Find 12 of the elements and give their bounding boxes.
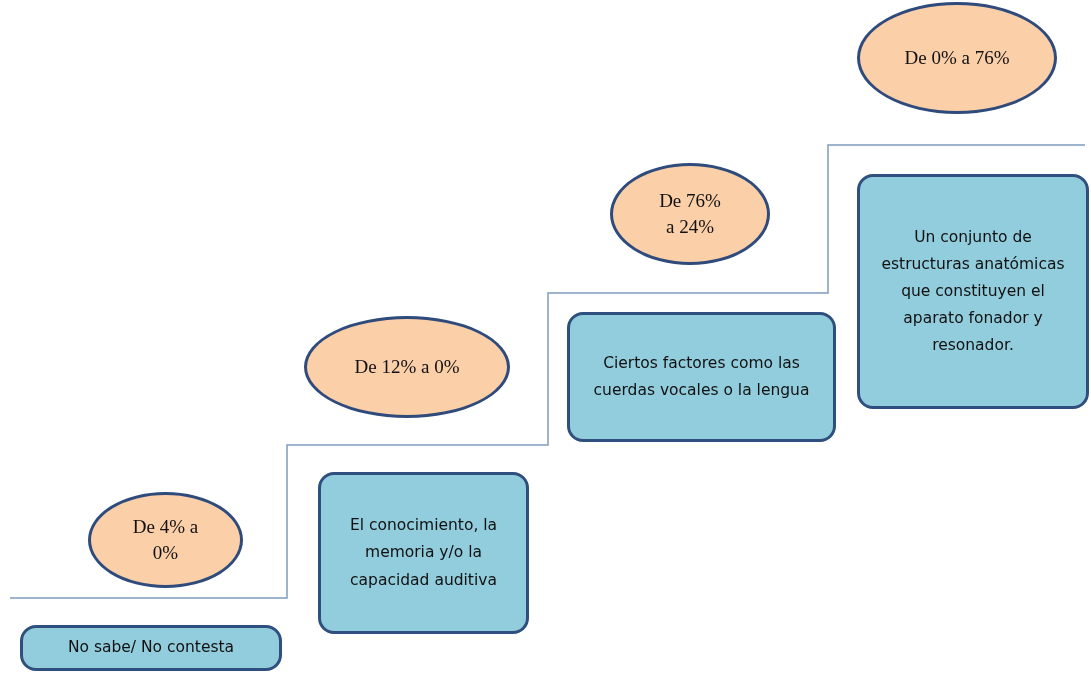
answer-text: Ciertos factores como las cuerdas vocales o la lengua — [592, 352, 811, 401]
answer-box — [318, 472, 529, 634]
answer-box — [20, 625, 282, 671]
answer-text: El conocimiento, la memoria y/o la capacidad auditiva — [348, 515, 499, 591]
percentage-text: De 12% a 0% — [354, 355, 460, 380]
answer-box — [567, 312, 836, 442]
percentage-text: De 4% a 0% — [131, 515, 200, 565]
answer-text: Un conjunto de estructuras anatómicas que constituyen el aparato fonador y resonador. — [880, 226, 1066, 357]
answer-box — [857, 174, 1089, 409]
percentage-text: De 0% a 76% — [904, 46, 1010, 71]
answer-text: No sabe/ No contesta — [67, 637, 235, 659]
percentage-text: De 76% a 24% — [658, 189, 722, 239]
